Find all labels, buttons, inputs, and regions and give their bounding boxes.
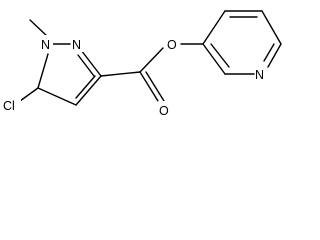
bond-carbonyl-ester-oxygen: [139, 47, 164, 73]
bond-n1-methyl: [29, 19, 49, 38]
bond-c3-carbonyl: [100, 71, 141, 77]
bond-c5-c4: [37, 87, 77, 106]
bond-carbonyl-oxygen: [139, 71, 159, 102]
bond-py-c5-c6: [261, 10, 282, 45]
carbonyl-oxygen-label-mask: [158, 101, 172, 118]
bond-py-c6-n: [267, 43, 282, 68]
ester-oxygen-label-mask: [166, 35, 180, 52]
pyridine-nitrogen-label: N: [255, 68, 264, 82]
molecule-structure: N N Cl O O N: [2, 10, 282, 118]
bond-c3-n2-double: [77, 54, 95, 77]
bond-py-c2-c3: [202, 43, 226, 75]
chlorine-label: Cl: [3, 99, 15, 113]
bond-c5-cl: [19, 87, 39, 102]
n2-label-mask: [72, 35, 84, 52]
ester-oxygen-label: O: [167, 38, 177, 52]
bond-c4-c3: [75, 75, 102, 106]
chlorine-label-mask: [2, 96, 21, 113]
bond-n1-c5: [37, 53, 49, 89]
n1-label: N: [41, 38, 50, 52]
n2-label: N: [72, 38, 81, 52]
bond-py-c2-c3-inner: [210, 43, 230, 68]
carbonyl-oxygen-label: O: [159, 104, 169, 118]
bond-py-c6-n-inner: [263, 43, 275, 62]
bond-c4-c3-double: [75, 75, 96, 99]
bond-c3-n2: [80, 49, 102, 77]
n1-label-mask: [41, 35, 53, 52]
pyridine-nitrogen-label-mask: [255, 65, 267, 82]
bond-carbonyl-oxygen-double: [145, 71, 165, 102]
bond-py-c3-c4: [202, 10, 226, 45]
